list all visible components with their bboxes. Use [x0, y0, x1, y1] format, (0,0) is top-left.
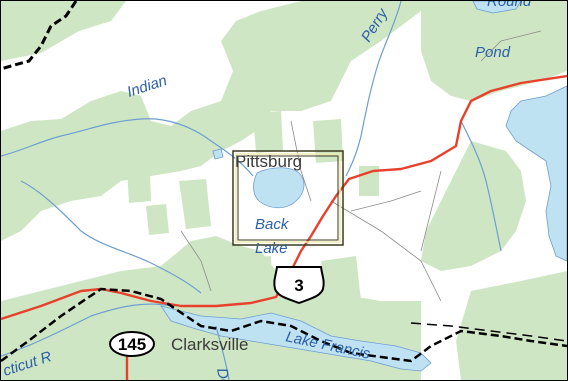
forest-patch-a — [126, 149, 151, 203]
stream-left-branch — [20, 180, 202, 294]
small-pond — [212, 148, 224, 160]
forest-right-mid — [421, 141, 526, 271]
stream-right-branch — [460, 120, 502, 252]
boundary-top-left — [1, 1, 78, 71]
label-pond: Pond — [475, 44, 511, 61]
boundary-bottom — [1, 287, 567, 363]
forest-left-band — [1, 1, 421, 241]
forest-patch-d — [253, 111, 283, 153]
state-route-145-number: 145 — [118, 335, 146, 354]
label-indian: Indian — [125, 72, 169, 101]
minor-road-4 — [480, 30, 542, 62]
label-lake-partial: Lake — [255, 240, 288, 257]
us-highway-shield-icon: 3 — [273, 266, 325, 305]
indian-stream — [1, 118, 254, 177]
forest-top-left — [1, 1, 126, 61]
stream-bottom — [215, 325, 230, 380]
minor-road-1 — [290, 120, 312, 202]
label-back: Back — [255, 216, 290, 233]
streams — [1, 1, 502, 380]
forest-top-right — [421, 1, 567, 101]
state-boundary — [1, 1, 567, 363]
forest-patch-h — [321, 256, 361, 301]
forest-bottom-right — [456, 271, 567, 380]
boundary-right — [410, 322, 567, 342]
forest-patch-g — [233, 256, 273, 303]
forest-patch-b — [179, 179, 211, 229]
forest-patch-c — [146, 204, 169, 235]
us-route-3-number: 3 — [294, 276, 303, 295]
forest-patch-e — [313, 119, 343, 163]
selection-frame-outer — [232, 150, 344, 246]
minor-road-3 — [420, 170, 442, 252]
selection-frame-inner-line — [237, 155, 339, 241]
selection-frame[interactable] — [232, 150, 344, 246]
label-dead-partial: De — [213, 367, 233, 380]
us-route-3 — [1, 74, 567, 321]
minor-road-6 — [350, 190, 422, 212]
primary-roads — [1, 74, 567, 380]
connecticut-river — [1, 303, 172, 357]
back-lake — [253, 167, 305, 209]
perry-stream — [345, 1, 402, 177]
label-round-pond-partial: Round — [487, 1, 532, 10]
minor-road-5 — [180, 230, 212, 292]
round-pond — [472, 1, 522, 14]
reservoir-right — [505, 85, 567, 262]
selection-frame-inner — [235, 153, 341, 243]
label-pittsburg: Pittsburg — [235, 152, 302, 171]
label-clarksville: Clarksville — [171, 335, 248, 354]
minor-roads — [180, 30, 542, 302]
state-route-oval-icon: 145 — [109, 331, 155, 357]
minor-road-2 — [330, 200, 442, 302]
